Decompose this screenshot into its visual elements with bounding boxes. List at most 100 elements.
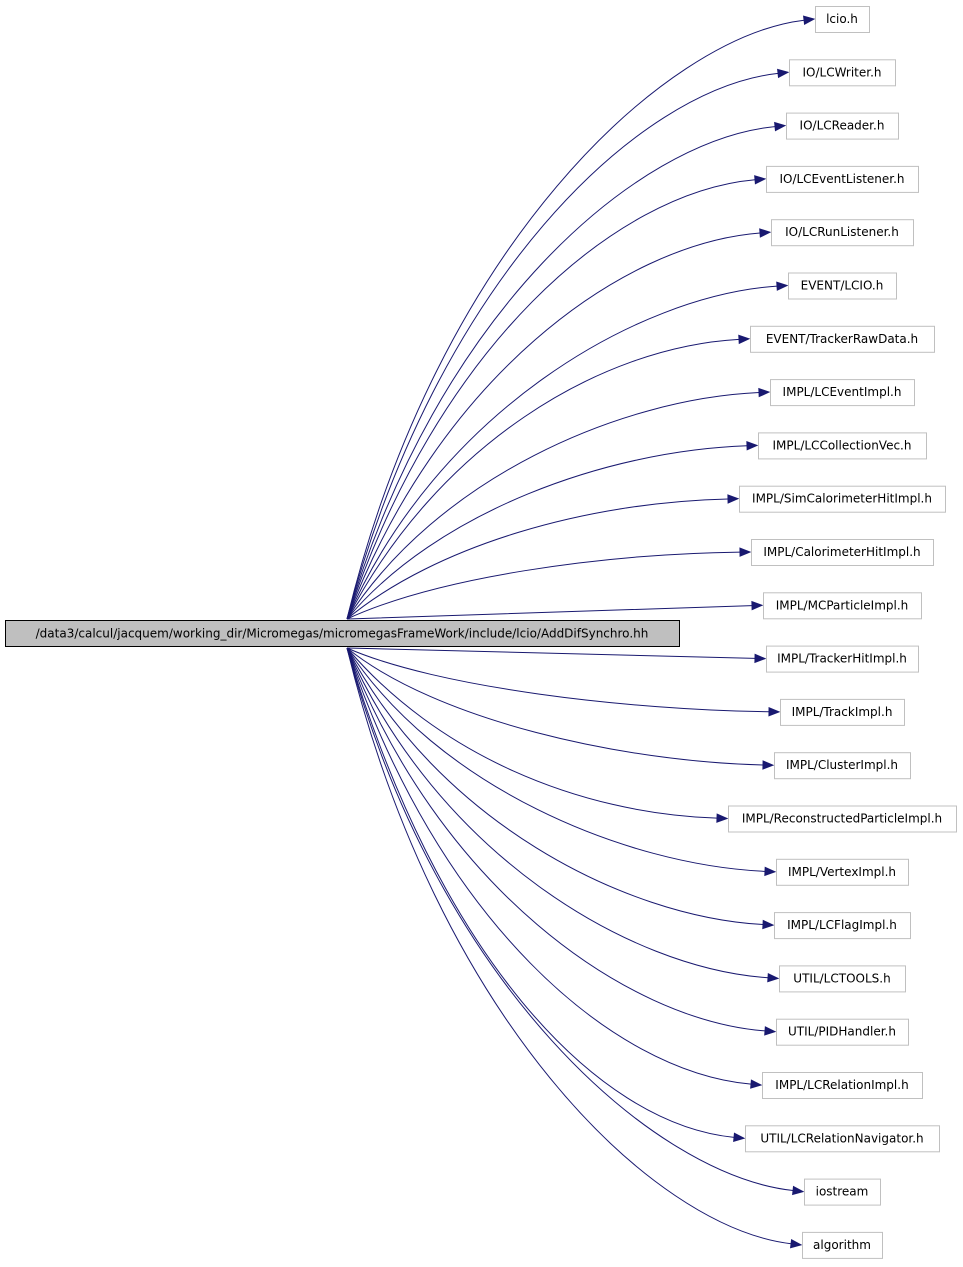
root-file-label: /data3/calcul/jacquem/working_dir/Microm… [36, 627, 649, 641]
include-node-box [758, 432, 927, 460]
include-node-impl-verteximpl-h[interactable]: IMPL/VertexImpl.h [776, 858, 909, 886]
include-node-impl-calorimeterhitimpl-h[interactable]: IMPL/CalorimeterHitImpl.h [751, 539, 934, 566]
edge-to-util-pidhandler-h [346, 647, 766, 1032]
edge-to-impl-trackimpl-h [346, 647, 770, 713]
include-node-event-lcio-h[interactable]: EVENT/LCIO.h [788, 272, 897, 300]
include-node-box [776, 1018, 909, 1046]
include-node-io-lceventlistener-h[interactable]: IO/LCEventListener.h [766, 165, 919, 193]
include-node-label: EVENT/TrackerRawData.h [766, 332, 918, 346]
include-node-box [762, 1072, 923, 1099]
arrowhead-to-impl-simcalorimeterhitimpl-h [727, 494, 740, 504]
include-node-io-lcreader-h[interactable]: IO/LCReader.h [786, 112, 899, 140]
include-node-label: UTIL/PIDHandler.h [788, 1025, 896, 1039]
arrowhead-to-impl-reconstructedparticleimpl-h [716, 813, 729, 823]
edge-to-util-lctools-h [346, 647, 769, 979]
edge-to-iostream [346, 647, 794, 1192]
include-node-box [766, 645, 919, 673]
include-node-impl-reconstructedparticleimpl-h[interactable]: IMPL/ReconstructedParticleImpl.h [728, 805, 957, 833]
include-node-label: iostream [816, 1185, 869, 1199]
include-node-impl-trackerhitimpl-h[interactable]: IMPL/TrackerHitImpl.h [766, 645, 919, 673]
arrowhead-to-event-trackerrawdata-h [738, 334, 751, 345]
include-node-label: IO/LCReader.h [800, 119, 885, 133]
include-node-box [776, 858, 909, 886]
include-node-label: IMPL/TrackImpl.h [792, 705, 893, 719]
include-node-label: IMPL/LCRelationImpl.h [775, 1078, 908, 1092]
edge-to-impl-lcflagimpl-h [346, 647, 764, 926]
include-node-label: IMPL/VertexImpl.h [788, 865, 896, 879]
include-node-box [766, 165, 919, 193]
edge-to-impl-lccollectionvec-h [346, 445, 748, 620]
include-node-iostream[interactable]: iostream [804, 1178, 881, 1206]
include-node-box [750, 325, 935, 353]
include-node-lcio-h[interactable]: lcio.h [815, 6, 870, 33]
include-node-box [774, 912, 911, 940]
arrowhead-to-impl-verteximpl-h [764, 866, 777, 877]
edge-to-util-lcrelationnavigator-h [346, 647, 735, 1138]
include-node-box [751, 539, 934, 566]
include-node-util-lcrelationnavigator-h[interactable]: UTIL/LCRelationNavigator.h [745, 1125, 940, 1153]
nodes-layer: lcio.hIO/LCWriter.hIO/LCReader.hIO/LCEve… [728, 6, 957, 1259]
edge-to-impl-lcrelationimpl-h [346, 647, 752, 1085]
arrowhead-to-util-lcrelationnavigator-h [733, 1132, 746, 1142]
include-node-label: IMPL/ClusterImpl.h [786, 758, 898, 772]
edges-layer [346, 15, 816, 1249]
edge-to-io-lcreader-h [346, 126, 776, 620]
include-node-label: IMPL/SimCalorimeterHitImpl.h [752, 492, 932, 506]
include-node-label: IO/LCEventListener.h [779, 172, 904, 186]
include-node-label: UTIL/LCTOOLS.h [793, 971, 890, 985]
arrowhead-to-algorithm [790, 1238, 803, 1249]
include-node-box [815, 6, 870, 33]
include-node-box [786, 112, 899, 140]
include-node-box [763, 592, 922, 620]
arrowhead-to-io-lcreader-h [774, 121, 787, 132]
include-node-impl-trackimpl-h[interactable]: IMPL/TrackImpl.h [780, 698, 905, 726]
include-node-label: IO/LCWriter.h [802, 65, 881, 79]
include-node-box [739, 485, 946, 513]
include-node-label: IMPL/CalorimeterHitImpl.h [763, 545, 920, 559]
include-node-label: IMPL/ReconstructedParticleImpl.h [742, 812, 942, 826]
include-node-impl-mcparticleimpl-h[interactable]: IMPL/MCParticleImpl.h [763, 592, 922, 620]
arrowhead-to-impl-lcrelationimpl-h [750, 1079, 763, 1089]
arrowhead-to-impl-mcparticleimpl-h [751, 600, 764, 611]
include-node-algorithm[interactable]: algorithm [802, 1231, 883, 1259]
arrowhead-to-event-lcio-h [776, 281, 789, 291]
include-node-label: IO/LCRunListener.h [785, 225, 899, 239]
include-node-impl-clusterimpl-h[interactable]: IMPL/ClusterImpl.h [774, 752, 911, 780]
include-node-impl-lccollectionvec-h[interactable]: IMPL/LCCollectionVec.h [758, 432, 927, 460]
edge-to-impl-calorimeterhitimpl-h [346, 551, 741, 620]
include-node-util-pidhandler-h[interactable]: UTIL/PIDHandler.h [776, 1018, 909, 1046]
include-node-box [728, 805, 957, 833]
include-node-impl-lceventimpl-h[interactable]: IMPL/LCEventImpl.h [770, 379, 915, 407]
include-node-label: EVENT/LCIO.h [801, 279, 884, 293]
arrowhead-to-impl-clusterimpl-h [762, 760, 775, 770]
arrowhead-to-io-lceventlistener-h [754, 175, 767, 185]
include-node-label: IMPL/MCParticleImpl.h [776, 598, 909, 612]
include-node-impl-simcalorimeterhitimpl-h[interactable]: IMPL/SimCalorimeterHitImpl.h [739, 485, 946, 513]
edge-to-io-lcrunlistener-h [346, 232, 761, 620]
edge-to-impl-clusterimpl-h [346, 647, 764, 766]
edge-to-io-lcwriter-h [346, 72, 779, 620]
arrowhead-to-util-lctools-h [767, 972, 780, 983]
include-node-io-lcrunlistener-h[interactable]: IO/LCRunListener.h [771, 219, 914, 247]
root-file-node[interactable]: /data3/calcul/jacquem/working_dir/Microm… [5, 620, 680, 647]
include-node-label: UTIL/LCRelationNavigator.h [760, 1131, 923, 1145]
include-node-label: IMPL/LCEventImpl.h [783, 385, 902, 399]
include-node-label: IMPL/LCCollectionVec.h [773, 438, 912, 452]
include-node-event-trackerrawdata-h[interactable]: EVENT/TrackerRawData.h [750, 325, 935, 353]
include-node-box [804, 1178, 881, 1206]
include-node-impl-lcflagimpl-h[interactable]: IMPL/LCFlagImpl.h [774, 912, 911, 940]
include-node-label: algorithm [813, 1238, 871, 1252]
arrowhead-to-impl-trackimpl-h [768, 707, 781, 717]
arrowhead-to-impl-lccollectionvec-h [746, 441, 759, 451]
include-node-box [789, 59, 896, 87]
arrowhead-to-util-pidhandler-h [764, 1026, 777, 1036]
edge-to-impl-reconstructedparticleimpl-h [346, 647, 718, 819]
include-node-util-lctools-h[interactable]: UTIL/LCTOOLS.h [779, 965, 906, 993]
arrowhead-to-lcio-h [803, 15, 816, 25]
include-node-label: IMPL/LCFlagImpl.h [787, 918, 897, 932]
include-node-box [745, 1125, 940, 1153]
arrowhead-to-impl-calorimeterhitimpl-h [739, 547, 752, 557]
arrowhead-to-impl-trackerhitimpl-h [754, 653, 767, 664]
include-node-io-lcwriter-h[interactable]: IO/LCWriter.h [789, 59, 896, 87]
include-node-impl-lcrelationimpl-h[interactable]: IMPL/LCRelationImpl.h [762, 1072, 923, 1099]
